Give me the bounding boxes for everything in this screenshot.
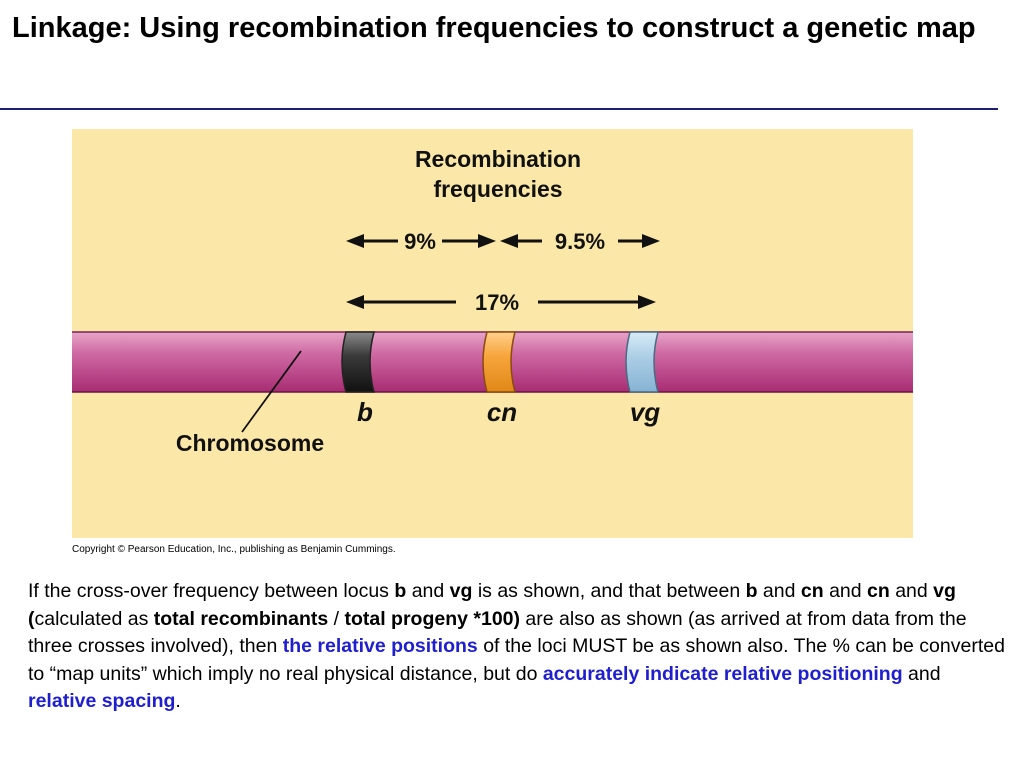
- freq-b-vg-label: 17%: [475, 290, 519, 315]
- freq-cn-vg-label: 9.5%: [555, 229, 605, 254]
- title-divider: [0, 108, 998, 110]
- slide-title: Linkage: Using recombination frequencies…: [12, 12, 976, 44]
- locus-vg-label: vg: [630, 397, 660, 427]
- figure-heading-line2: frequencies: [433, 176, 562, 202]
- locus-cn-label: cn: [487, 397, 517, 427]
- chromosome-label: Chromosome: [176, 430, 324, 456]
- arrow-cn-vg: [500, 234, 660, 248]
- explanation-paragraph: If the cross-over frequency between locu…: [28, 580, 1005, 712]
- locus-b-label: b: [357, 397, 373, 427]
- highlight-relative-spacing: relative spacing: [28, 690, 176, 712]
- genetic-map-figure: Recombination frequencies 9% 9.5% 17%: [72, 129, 913, 538]
- genetic-map-diagram: Recombination frequencies 9% 9.5% 17%: [72, 146, 913, 456]
- freq-b-cn-label: 9%: [404, 229, 436, 254]
- arrow-b-cn: [346, 234, 496, 248]
- highlight-relative-positions: the relative positions: [282, 635, 478, 657]
- locus-cn-band: [482, 331, 516, 393]
- chromosome-pointer-line: [241, 350, 302, 433]
- locus-b-band: [341, 331, 375, 393]
- figure-heading-line1: Recombination: [415, 146, 581, 172]
- copyright-notice: Copyright © Pearson Education, Inc., pub…: [72, 544, 396, 555]
- locus-vg-band: [625, 331, 659, 393]
- arrow-b-vg: [346, 295, 656, 309]
- highlight-relative-positioning: accurately indicate relative positioning: [542, 662, 903, 685]
